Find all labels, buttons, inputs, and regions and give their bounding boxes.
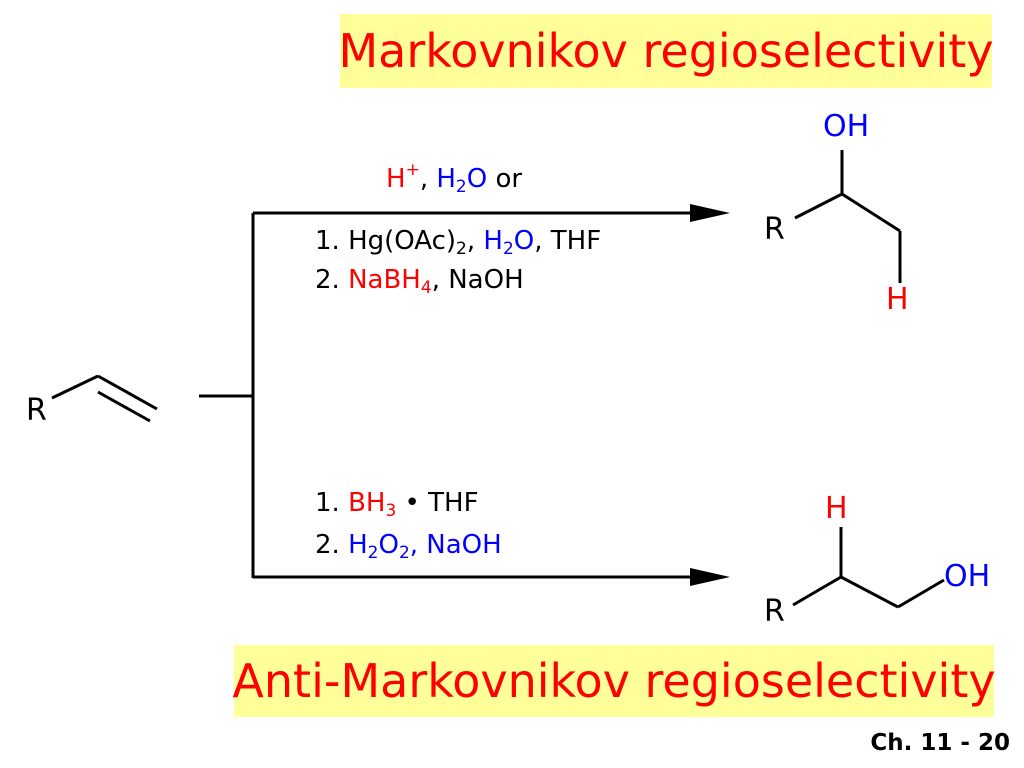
- comma: ,: [466, 226, 484, 256]
- anti-markovnikov-title: Anti-Markovnikov regioselectivity: [232, 645, 996, 717]
- top-product-bonds: [794, 150, 902, 283]
- bottom-reagent-line-1: 1. BH3 • THF: [315, 488, 479, 520]
- top-reagent-line-2: 2. NaBH4, NaOH: [315, 265, 524, 297]
- top-r-bond: [794, 192, 843, 220]
- step-prefix: 2.: [315, 265, 349, 295]
- bh3-text: BH: [348, 488, 386, 518]
- bottom-product-bonds: [792, 527, 945, 609]
- water-sub: 2: [455, 177, 467, 197]
- water-sub: 2: [502, 239, 514, 259]
- water-o: O: [466, 164, 488, 194]
- bottom-reagent-line-2: 2. H2O2, NaOH: [315, 530, 502, 562]
- top-cc-bond: [841, 192, 901, 233]
- bottom-h-label: H: [825, 491, 848, 526]
- branch-arrows: [199, 211, 705, 579]
- step-prefix: 1.: [315, 488, 349, 518]
- top-h-label: H: [886, 282, 909, 317]
- alkene-r-bond: [51, 374, 99, 400]
- alkene-double-bond-1: [97, 374, 158, 411]
- top-reagent-line-0: H+, H2O or: [386, 162, 523, 196]
- nabh-text: NaBH: [348, 265, 421, 295]
- start-r-label: R: [26, 393, 47, 428]
- markovnikov-title: Markovnikov regioselectivity: [338, 14, 994, 88]
- top-r-label: R: [764, 212, 785, 247]
- hgoac-sub: 2: [456, 239, 467, 259]
- bottom-oh-label: OH: [944, 559, 991, 594]
- thf-text: • THF: [396, 488, 479, 518]
- naoh-text: , NaOH: [409, 530, 502, 560]
- bottom-cc-bond: [840, 575, 899, 609]
- step-prefix: 2.: [315, 530, 349, 560]
- or-text: or: [487, 164, 523, 194]
- top-oh-label: OH: [823, 109, 870, 144]
- bottom-r-bond: [792, 575, 842, 607]
- comma: ,: [419, 164, 437, 194]
- slide-number: Ch. 11 - 20: [870, 730, 1010, 756]
- water-o: O: [513, 226, 535, 256]
- peroxide-sub-2: 2: [398, 543, 410, 563]
- peroxide-sub-1: 2: [367, 543, 379, 563]
- alkene-double-bond-2: [97, 390, 151, 423]
- water-h: H: [436, 164, 456, 194]
- water-h: H: [483, 226, 503, 256]
- naoh-text: , NaOH: [431, 265, 524, 295]
- top-arrowhead: [690, 204, 730, 222]
- proton-plus: +: [405, 160, 420, 180]
- proton-h: H: [386, 164, 406, 194]
- thf-text: , THF: [534, 226, 602, 256]
- starting-alkene: [51, 374, 158, 423]
- peroxide-o: O: [378, 530, 399, 560]
- hgoac-text: 1. Hg(OAc): [315, 226, 457, 256]
- bottom-r-label: R: [764, 594, 785, 629]
- bh3-sub: 3: [385, 501, 397, 521]
- nabh-sub: 4: [420, 278, 432, 298]
- top-reagent-line-1: 1. Hg(OAc)2, H2O, THF: [315, 226, 602, 258]
- bottom-arrowhead: [690, 568, 730, 586]
- peroxide-h: H: [348, 530, 368, 560]
- bottom-oh-bond: [897, 578, 945, 609]
